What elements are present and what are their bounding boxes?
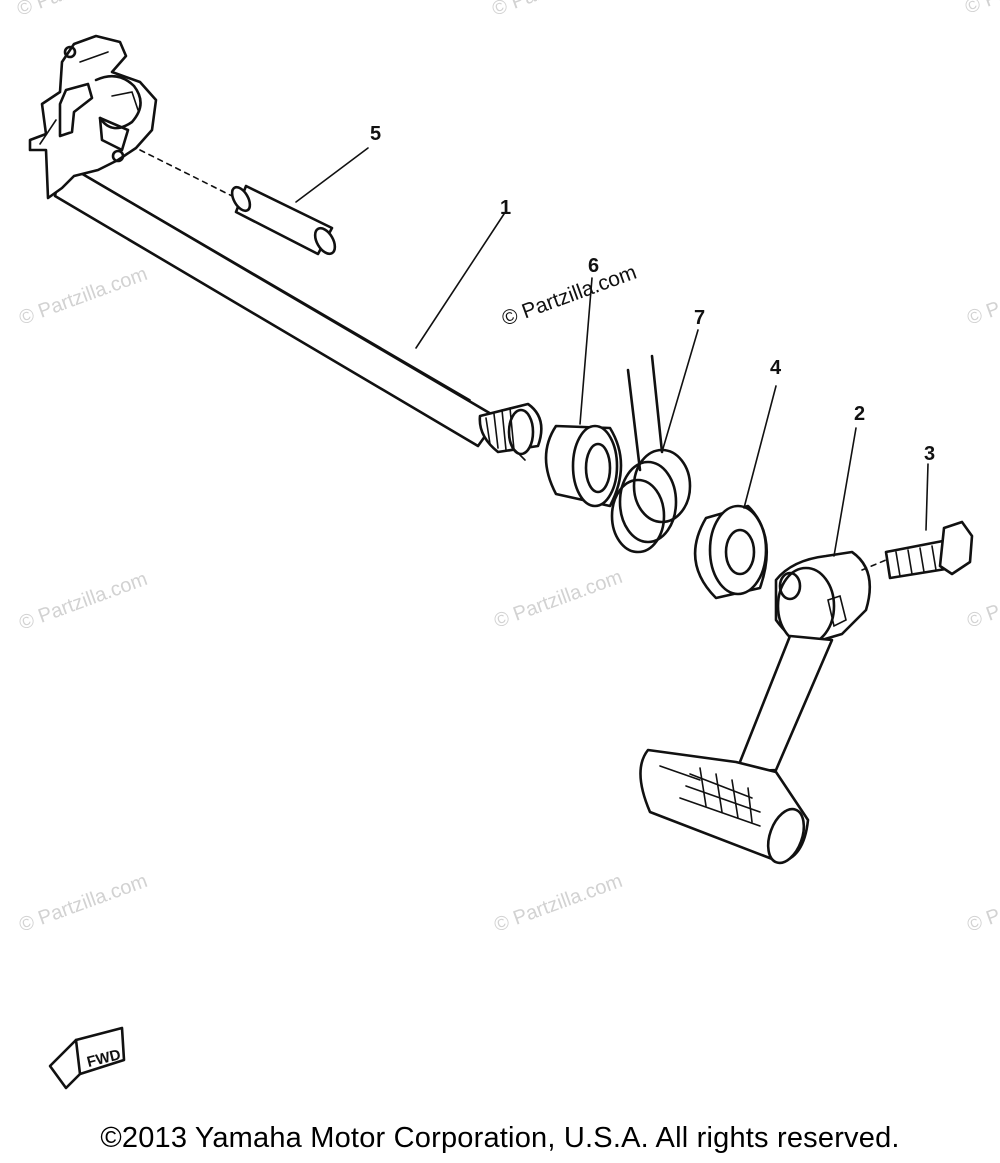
callout-6: 6 xyxy=(588,255,599,277)
watermark: © Partzilla.com xyxy=(489,0,623,21)
watermark: © Partzilla.com xyxy=(962,0,1000,19)
part-shift-shaft xyxy=(28,34,543,461)
callout-7: 7 xyxy=(694,307,705,329)
callout-2: 2 xyxy=(854,403,865,425)
part-pin xyxy=(139,149,337,256)
watermark: © Partzilla.com xyxy=(491,870,625,937)
part-collar xyxy=(544,424,623,508)
leader-lines xyxy=(295,147,929,557)
watermark: © Partzilla.com xyxy=(491,566,625,633)
part-spring xyxy=(610,354,692,554)
watermark: © Partzilla.com xyxy=(16,870,150,937)
watermark: © Partzilla.com xyxy=(16,263,150,330)
watermark: © Partzilla.com xyxy=(964,263,1000,330)
callout-5: 5 xyxy=(370,123,381,145)
watermark-layer: © Partzilla.com © Partzilla.com © Partzi… xyxy=(14,0,1000,937)
callout-1: 1 xyxy=(500,197,511,219)
watermark: © Partzilla.com xyxy=(14,0,148,21)
watermark: © Partzilla.com xyxy=(16,568,150,635)
part-shift-pedal xyxy=(639,550,872,865)
callout-labels: 5 1 6 7 4 2 3 xyxy=(370,123,935,465)
watermark: © Partzilla.com xyxy=(964,566,1000,633)
callout-3: 3 xyxy=(924,443,935,465)
copyright-text: ©2013 Yamaha Motor Corporation, U.S.A. A… xyxy=(100,1122,900,1154)
callout-4: 4 xyxy=(770,357,782,379)
watermark-dark: © Partzilla.com xyxy=(499,261,640,331)
part-oil-seal xyxy=(693,504,769,600)
part-bolt xyxy=(861,520,974,580)
watermark: © Partzilla.com xyxy=(964,870,1000,937)
fwd-arrow-icon: FWD xyxy=(48,1026,126,1090)
